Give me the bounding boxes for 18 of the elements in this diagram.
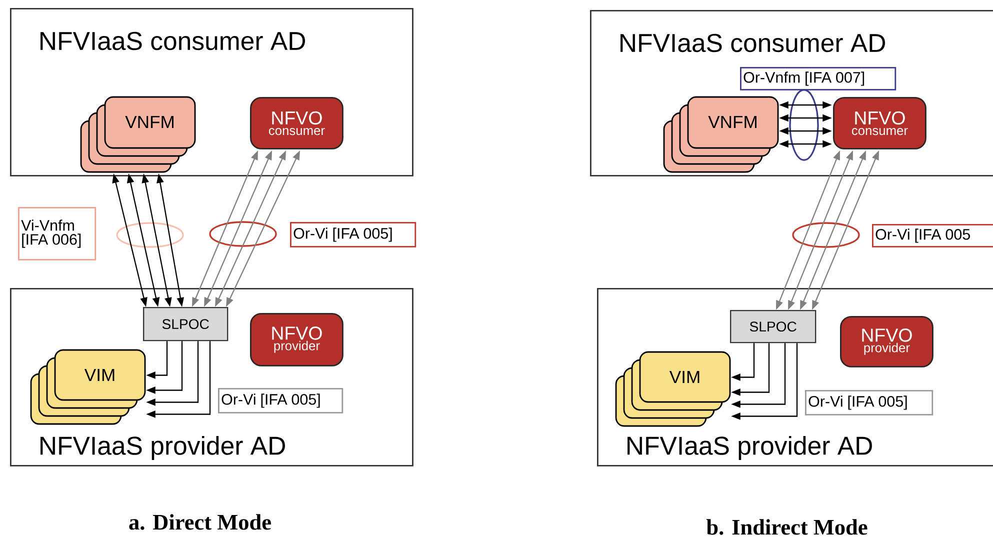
card-stack: VNFM bbox=[80, 96, 196, 173]
caption: b. Indirect Mode bbox=[706, 519, 868, 535]
gateway-box: SLPOC bbox=[143, 307, 228, 342]
card-stack: VIM bbox=[30, 349, 146, 425]
interface-tag: Or-Vi [IFA 005] bbox=[290, 222, 416, 248]
interface-tag: Or-Vi [IFA 005] bbox=[805, 390, 934, 416]
interface-tag: Or-Vnfm [IFA 007] bbox=[740, 67, 896, 90]
function-box: NFVO provider bbox=[840, 316, 934, 368]
card-stack: VNFM bbox=[663, 96, 779, 173]
interface-tag: Or-Vi [IFA 005] bbox=[218, 388, 344, 414]
function-box: NFVO provider bbox=[250, 313, 344, 366]
interface-tag: Or-Vi [IFA 005 bbox=[872, 224, 993, 248]
caption: a. Direct Mode bbox=[129, 514, 271, 530]
gateway-box: SLPOC bbox=[730, 310, 816, 344]
interface-tag: Vi-Vnfm [IFA 006] bbox=[18, 207, 96, 260]
function-box: NFVO consumer bbox=[833, 97, 926, 150]
card-stack: VIM bbox=[615, 351, 731, 427]
function-box: NFVO consumer bbox=[250, 97, 344, 150]
